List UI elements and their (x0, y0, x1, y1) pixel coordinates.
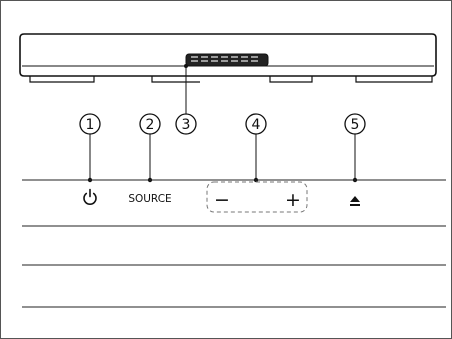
device-display (185, 53, 269, 67)
callout-number: 2 (146, 117, 155, 133)
volume-control-group (206, 181, 308, 213)
callout-3-anchor (184, 64, 188, 68)
callout-5: 5 (344, 113, 366, 135)
callout-number: 4 (252, 117, 261, 133)
power-icon[interactable] (83, 188, 97, 205)
callout-2: 2 (139, 113, 161, 135)
callout-number: 3 (182, 117, 191, 133)
eject-icon[interactable] (350, 196, 360, 206)
callout-number: 5 (351, 117, 360, 133)
callout-3: 3 (175, 113, 197, 135)
callout-4: 4 (245, 113, 267, 135)
callout-1: 1 (79, 113, 101, 135)
volume-up-button[interactable]: + (285, 189, 301, 211)
volume-down-button[interactable]: − (214, 189, 230, 211)
soundbar-device (19, 33, 437, 83)
callout-number: 1 (86, 117, 95, 133)
source-button[interactable]: SOURCE (128, 193, 171, 205)
